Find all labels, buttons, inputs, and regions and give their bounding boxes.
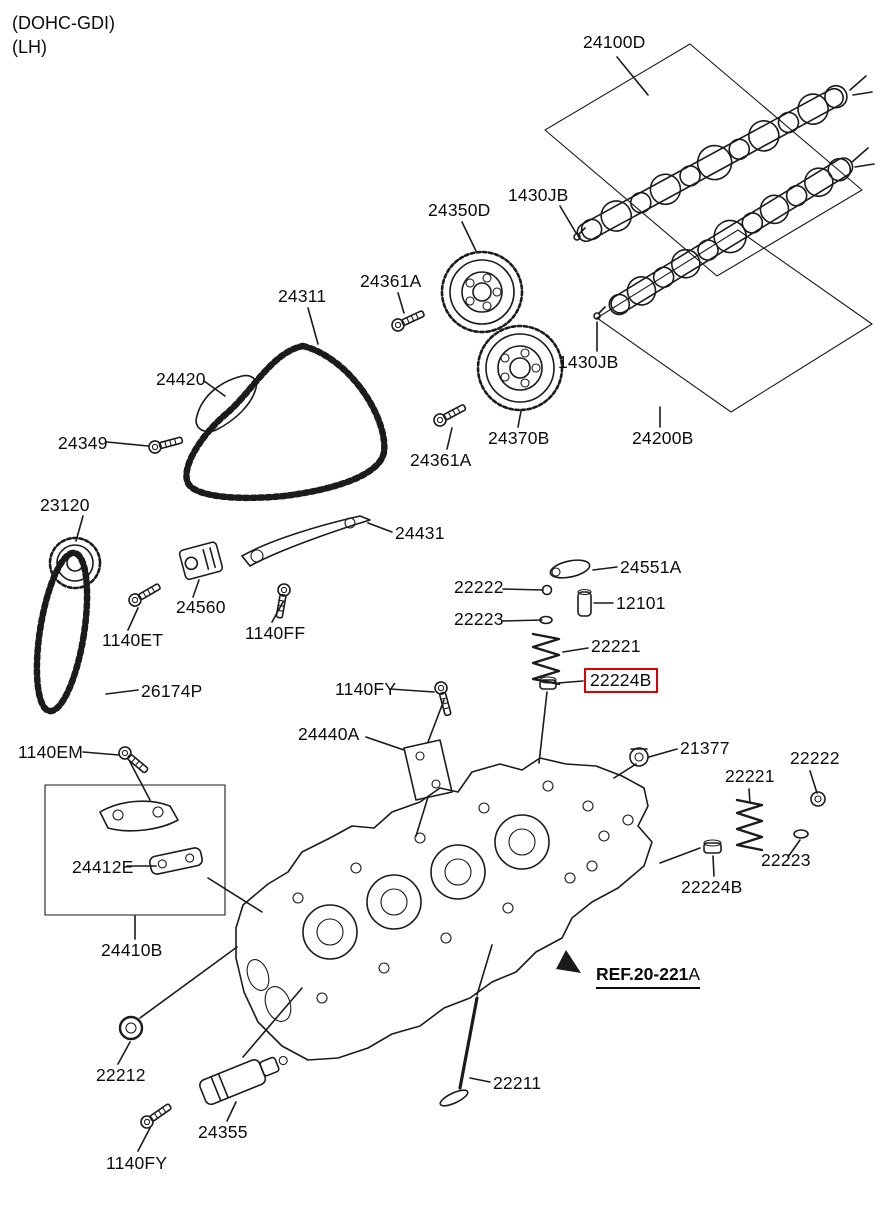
part-label-24551A[interactable]: 24551A — [620, 557, 682, 577]
valve-train-stack-right-drawing — [703, 791, 826, 854]
camshaft-2-drawing — [608, 157, 854, 316]
part-label-24311[interactable]: 24311 — [278, 286, 327, 306]
part-label-1430JB-1[interactable]: 1430JB — [508, 185, 569, 205]
bolt-24349-drawing — [146, 433, 185, 456]
part-label-22223-2[interactable]: 22223 — [761, 850, 811, 870]
part-label-1140EM[interactable]: 1140EM — [18, 742, 84, 762]
chain-guide-24431-drawing — [241, 515, 371, 567]
camshaft-2-region-box — [596, 229, 873, 413]
cvvt-sprocket-24350D-drawing — [440, 250, 524, 334]
bolt-1140FY-bot-drawing — [137, 1100, 175, 1132]
part-label-21377[interactable]: 21377 — [680, 738, 730, 758]
part-label-24370B[interactable]: 24370B — [488, 428, 550, 448]
part-label-22223-1[interactable]: 22223 — [454, 609, 504, 629]
camshaft-1-region-box — [544, 43, 863, 277]
part-label-1140FY-1[interactable]: 1140FY — [335, 679, 397, 699]
part-label-23120[interactable]: 23120 — [40, 495, 90, 515]
part-label-24361A-1[interactable]: 24361A — [360, 271, 422, 291]
part-label-1140FF[interactable]: 1140FF — [245, 623, 306, 643]
valve-train-stack-left-drawing — [531, 584, 592, 690]
part-label-22212[interactable]: 22212 — [96, 1065, 146, 1085]
part-label-24355[interactable]: 24355 — [198, 1122, 248, 1142]
ocv-24355-drawing — [199, 1055, 288, 1106]
seal-ring-22212-drawing — [118, 1015, 144, 1041]
bolt-1140ET-drawing — [126, 580, 164, 609]
timing-chain-24311-drawing — [183, 342, 388, 502]
part-label-24349[interactable]: 24349 — [58, 433, 108, 453]
part-label-22211[interactable]: 22211 — [493, 1073, 542, 1093]
tensioner-24560-drawing — [178, 541, 224, 581]
camshaft-2-end-fork — [851, 147, 875, 168]
part-label-24560[interactable]: 24560 — [176, 597, 226, 617]
bolt-1140EM-drawing — [115, 743, 152, 777]
stud-1430JB-top-drawing — [573, 227, 586, 241]
part-label-22224B-selected[interactable]: 22224B — [584, 668, 658, 694]
bolt-24361A-top-drawing — [389, 306, 427, 334]
bracket-24440A-drawing — [403, 739, 453, 801]
cylinder-head-drawing — [235, 757, 653, 1061]
plug-21377-drawing — [629, 747, 649, 767]
part-label-1430JB-2[interactable]: 1430JB — [558, 352, 619, 372]
chain-guide-24420-drawing — [195, 374, 258, 433]
part-label-24410B[interactable]: 24410B — [101, 940, 163, 960]
bolt-24361A-mid-drawing — [431, 400, 469, 429]
part-label-24431[interactable]: 24431 — [395, 523, 445, 543]
part-label-22221-1[interactable]: 22221 — [591, 636, 641, 656]
part-label-12101[interactable]: 12101 — [616, 593, 666, 613]
leader-lines — [75, 56, 818, 1152]
ref-label-main: REF.20-221 — [596, 964, 689, 984]
part-label-1140ET[interactable]: 1140ET — [102, 630, 164, 650]
valve-22211-drawing — [439, 996, 479, 1107]
bolt-1140FY-mid-drawing — [432, 679, 455, 718]
part-label-24361A-2[interactable]: 24361A — [410, 450, 472, 470]
part-label-24440A[interactable]: 24440A — [298, 724, 360, 744]
part-label-1140FY-2[interactable]: 1140FY — [106, 1153, 168, 1173]
stud-1430JB-mid-drawing — [593, 306, 606, 320]
part-label-22224B-2[interactable]: 22224B — [681, 877, 743, 897]
camshaft-1-drawing — [576, 84, 848, 243]
camshaft-1-end-fork — [849, 75, 873, 96]
diagram-header-system: (DOHC-GDI) — [12, 13, 115, 33]
ref-label-suffix: A — [688, 964, 701, 984]
part-label-26174P[interactable]: 26174P — [141, 681, 203, 701]
ref-arrow-icon — [556, 950, 581, 973]
rocker-arm-24551A-drawing — [549, 559, 591, 579]
ref-label[interactable]: REF.20-221A — [596, 964, 701, 989]
part-label-22222-1[interactable]: 22222 — [454, 577, 504, 597]
diagram-header-side: (LH) — [12, 37, 47, 57]
part-label-24412E[interactable]: 24412E — [72, 857, 134, 877]
part-label-24350D[interactable]: 24350D — [428, 200, 491, 220]
part-label-24100D[interactable]: 24100D — [583, 32, 646, 52]
cvvt-sprocket-24370B-drawing — [476, 324, 564, 412]
cam-cap-24410B-box — [44, 784, 226, 916]
part-label-24420[interactable]: 24420 — [156, 369, 206, 389]
part-label-22221-2[interactable]: 22221 — [725, 766, 775, 786]
chain-26174P-drawing — [33, 549, 91, 715]
part-label-24200B[interactable]: 24200B — [632, 428, 694, 448]
part-label-22222-2[interactable]: 22222 — [790, 748, 840, 768]
